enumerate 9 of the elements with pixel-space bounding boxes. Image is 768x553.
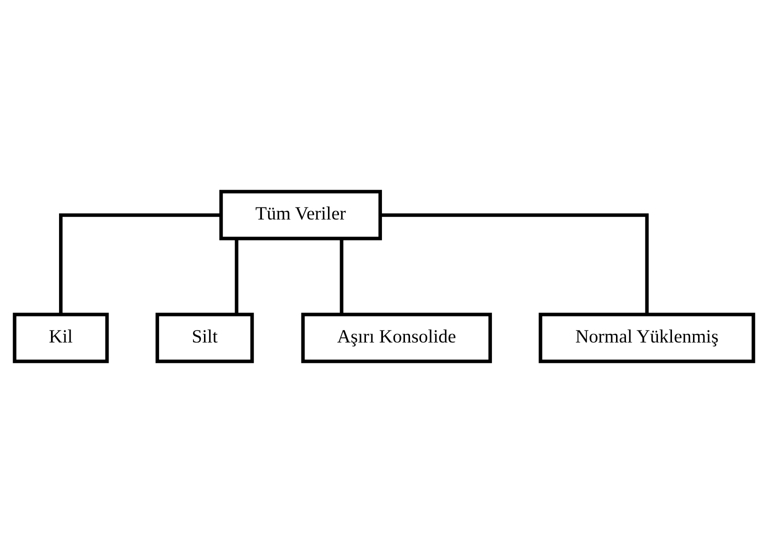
node-box: Aşırı Konsolide (301, 312, 492, 364)
node-box: Kil (12, 312, 109, 364)
connector (340, 238, 344, 314)
node-box: Tüm Veriler (219, 190, 382, 240)
connector (380, 213, 649, 314)
node-box: Normal Yüklenmiş (538, 312, 756, 364)
node-box: Silt (156, 312, 254, 364)
connector (234, 238, 238, 314)
connector (59, 213, 221, 314)
